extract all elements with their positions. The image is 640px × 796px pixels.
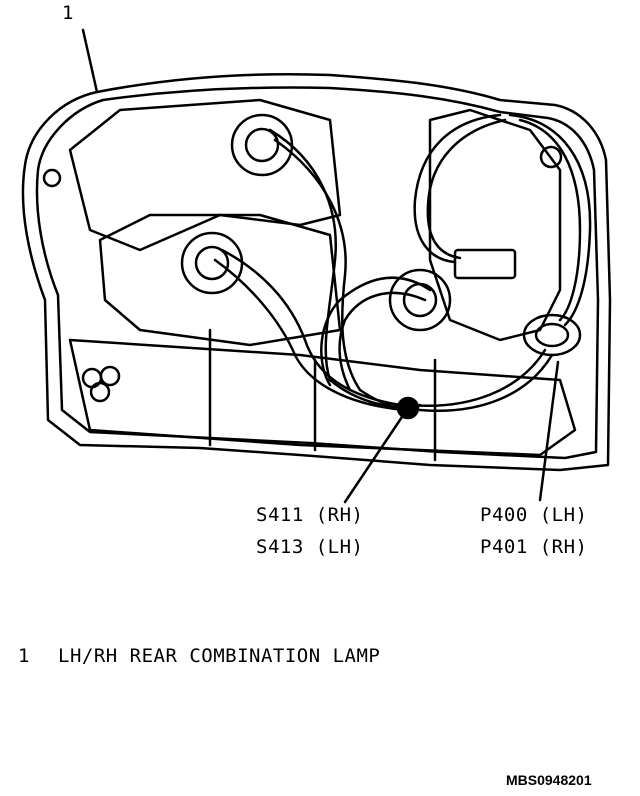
harness-wire-8: [418, 353, 554, 412]
harness-wire-4: [213, 258, 407, 412]
connector-leader-line: [538, 360, 560, 502]
mounting-stud-top-left: [42, 168, 62, 188]
splice-label-lh: S413 (LH): [256, 536, 364, 558]
bulb-socket-center: [388, 268, 452, 332]
connector-label-rh: P401 (RH): [480, 536, 588, 558]
wiring-grommet: [522, 313, 582, 357]
callout-number-1: 1: [62, 2, 74, 24]
bulb-socket-left-inner: [194, 245, 230, 281]
lamp-housing-outline: [21, 73, 612, 472]
harness-wire-5: [320, 276, 432, 387]
mounting-stud-2: [99, 365, 121, 387]
middle-reflector-panel: [98, 213, 342, 347]
harness-wire-7: [408, 348, 547, 407]
harness-wire-9: [518, 118, 582, 322]
connector-label-lh: P400 (LH): [480, 504, 588, 526]
splice-label-rh: S411 (RH): [256, 504, 364, 526]
upper-reflector-panel: [68, 98, 342, 252]
harness-wire-6: [338, 291, 427, 392]
mounting-stud-3: [89, 381, 111, 403]
splice-leader-line: [343, 406, 410, 504]
harness-connector: [453, 248, 517, 280]
wiring-grommet-inner: [534, 322, 570, 348]
harness-wire-3: [220, 248, 402, 407]
harness-wire-10: [508, 113, 592, 327]
harness-wire-2: [273, 138, 422, 410]
legend-item-number: 1: [18, 645, 30, 667]
bulb-socket-top-inner: [244, 127, 280, 163]
callout-1-leader-line: [81, 28, 99, 94]
figure-code: MBS0948201: [506, 772, 592, 788]
bulb-socket-left: [180, 231, 244, 295]
bulb-socket-center-inner: [402, 282, 438, 318]
harness-wire-12: [426, 118, 507, 260]
legend-item-text: LH/RH REAR COMBINATION LAMP: [58, 645, 381, 667]
harness-wire-11: [413, 113, 502, 264]
harness-wire-1: [268, 128, 412, 408]
mounting-stud-top-right: [539, 145, 563, 169]
lamp-housing-inner-outline: [35, 86, 600, 460]
